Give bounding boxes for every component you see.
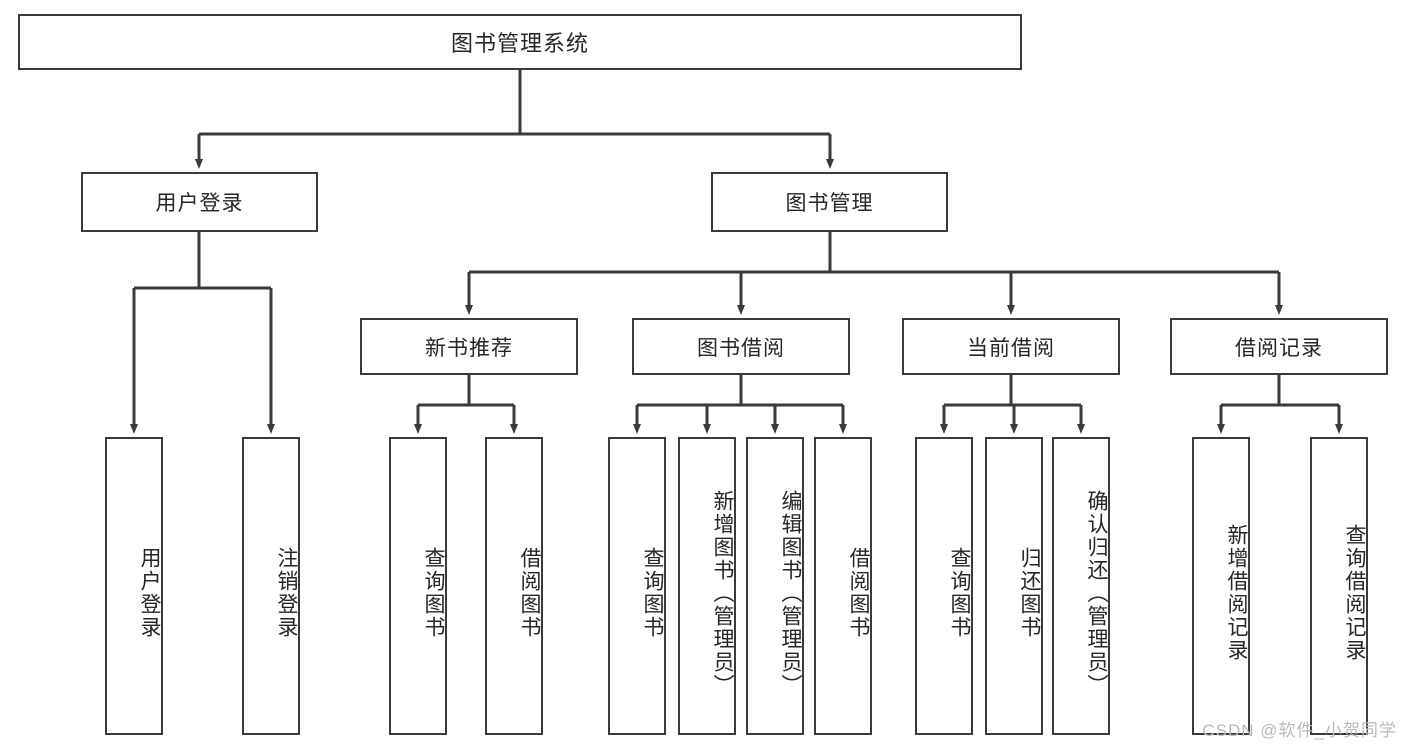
node-user-login-label: 用户登录: [155, 192, 244, 215]
node-leaf-add-book-label: 新增图书（管理员）: [711, 489, 734, 697]
node-leaf-user-logout[interactable]: 注销登录: [242, 437, 300, 735]
node-leaf-borrow-book-2-label: 借阅图书: [847, 547, 870, 639]
node-book-borrow[interactable]: 图书借阅: [632, 318, 850, 375]
node-user-login[interactable]: 用户登录: [81, 172, 318, 232]
node-book-borrow-label: 图书借阅: [697, 336, 785, 360]
node-leaf-query-book-3-label: 查询图书: [948, 547, 971, 639]
node-leaf-add-record[interactable]: 新增借阅记录: [1192, 437, 1250, 735]
node-book-manage-label: 图书管理: [785, 192, 874, 215]
node-leaf-return-book[interactable]: 归还图书: [985, 437, 1043, 735]
node-leaf-edit-book-label: 编辑图书（管理员）: [779, 489, 802, 697]
node-borrow-record[interactable]: 借阅记录: [1170, 318, 1388, 375]
node-leaf-borrow-book-1-label: 借阅图书: [518, 547, 541, 639]
node-current-borrow-label: 当前借阅: [967, 336, 1055, 360]
node-leaf-add-book[interactable]: 新增图书（管理员）: [678, 437, 736, 735]
node-leaf-query-book-2[interactable]: 查询图书: [608, 437, 666, 735]
node-root[interactable]: 图书管理系统: [18, 14, 1022, 70]
node-leaf-query-record-label: 查询借阅记录: [1343, 524, 1366, 662]
node-book-manage[interactable]: 图书管理: [711, 172, 948, 232]
node-leaf-query-book-3[interactable]: 查询图书: [915, 437, 973, 735]
node-leaf-edit-book[interactable]: 编辑图书（管理员）: [746, 437, 804, 735]
node-new-book-rec-label: 新书推荐: [425, 336, 513, 360]
node-root-label: 图书管理系统: [450, 31, 589, 56]
node-new-book-rec[interactable]: 新书推荐: [360, 318, 578, 375]
node-leaf-query-record[interactable]: 查询借阅记录: [1310, 437, 1368, 735]
node-leaf-borrow-book-1[interactable]: 借阅图书: [485, 437, 543, 735]
node-current-borrow[interactable]: 当前借阅: [902, 318, 1120, 375]
node-leaf-query-book-1[interactable]: 查询图书: [389, 437, 447, 735]
node-leaf-confirm-return[interactable]: 确认归还（管理员）: [1052, 437, 1110, 735]
node-leaf-user-login[interactable]: 用户登录: [105, 437, 163, 735]
node-leaf-user-logout-label: 注销登录: [275, 547, 298, 639]
node-leaf-confirm-return-label: 确认归还（管理员）: [1085, 489, 1108, 697]
node-borrow-record-label: 借阅记录: [1235, 336, 1323, 360]
node-leaf-add-record-label: 新增借阅记录: [1225, 524, 1248, 662]
node-leaf-user-login-label: 用户登录: [138, 547, 161, 639]
node-leaf-query-book-2-label: 查询图书: [641, 547, 664, 639]
node-leaf-borrow-book-2[interactable]: 借阅图书: [814, 437, 872, 735]
node-leaf-return-book-label: 归还图书: [1018, 547, 1041, 639]
node-leaf-query-book-1-label: 查询图书: [422, 547, 445, 639]
watermark: CSDN @软件_小贺同学: [1202, 721, 1397, 740]
